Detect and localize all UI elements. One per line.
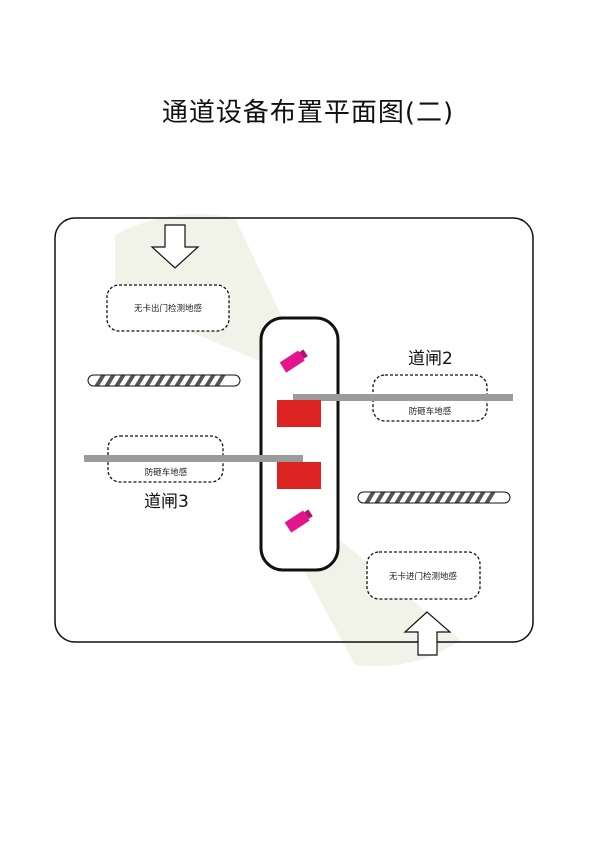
site-boundary [54,217,534,643]
camera-icon [284,509,313,533]
exit-loop-sensor [106,284,230,332]
arrow-down-icon [150,224,200,269]
gate3-unit [277,462,321,489]
center-island [259,316,340,572]
camera-icon [279,349,308,373]
gate2-arm [293,394,513,401]
entry-loop-sensor-label: 无卡进门检测地感 [389,571,458,582]
page-title: 通道设备布置平面图(二) [162,98,454,128]
anti-smash-sensor-right-label: 防砸车地感 [409,406,452,417]
entry-loop-sensor [366,551,481,600]
arrow-up-icon [403,611,452,656]
barrier-arm-left [87,374,241,387]
barrier-arm-right [357,491,511,504]
gate3-arm [84,455,303,462]
anti-smash-sensor-left-label: 防砸车地感 [145,467,188,478]
gate2-label: 道闸2 [408,349,453,369]
gate2-unit [277,400,321,427]
exit-loop-sensor-label: 无卡出门检测地感 [134,303,203,314]
gate3-label: 道闸3 [144,492,189,512]
